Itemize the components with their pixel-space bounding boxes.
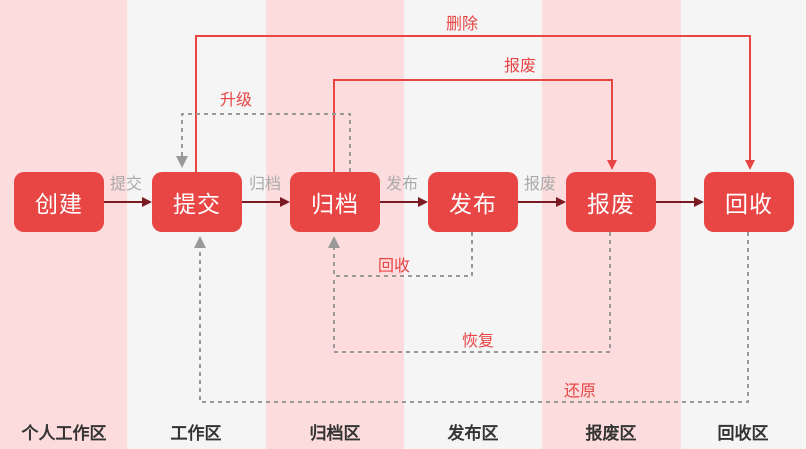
- node-submit[interactable]: 提交: [152, 172, 242, 232]
- edge-label-scrap: 报废: [524, 174, 557, 193]
- lane-label-archive: 归档区: [309, 424, 361, 444]
- node-create[interactable]: 创建: [14, 172, 104, 232]
- edge-label-archive: 归档: [249, 174, 282, 193]
- node-scrap[interactable]: 报废: [566, 172, 656, 232]
- arrow-revert: [194, 232, 749, 403]
- lane-label-publish: 发布区: [447, 424, 499, 444]
- edge-label-scrap-top: 报废: [504, 56, 537, 75]
- lane-label-scrap: 报废区: [585, 424, 637, 444]
- edge-label-restore: 恢复: [462, 331, 495, 350]
- edge-label-submit: 提交: [110, 174, 143, 193]
- arrow-upgrade: [176, 113, 351, 172]
- lane-label-recycle: 回收区: [717, 424, 769, 444]
- arrow-restore: [333, 232, 611, 353]
- node-publish[interactable]: 发布: [428, 172, 518, 232]
- arrow-delete: [195, 35, 755, 172]
- node-archive[interactable]: 归档: [290, 172, 380, 232]
- edge-label-recall: 回收: [378, 256, 411, 275]
- node-recycle[interactable]: 回收: [704, 172, 794, 232]
- edge-label-publish: 发布: [386, 174, 419, 193]
- lane-label-personal: 个人工作区: [21, 424, 107, 444]
- arrow-recall: [328, 232, 473, 277]
- edge-label-delete: 删除: [446, 14, 479, 33]
- lane-label-work: 工作区: [170, 424, 222, 444]
- edge-label-revert: 还原: [564, 381, 597, 400]
- arrow-scrap-top: [333, 79, 617, 172]
- edge-label-upgrade: 升级: [220, 90, 253, 109]
